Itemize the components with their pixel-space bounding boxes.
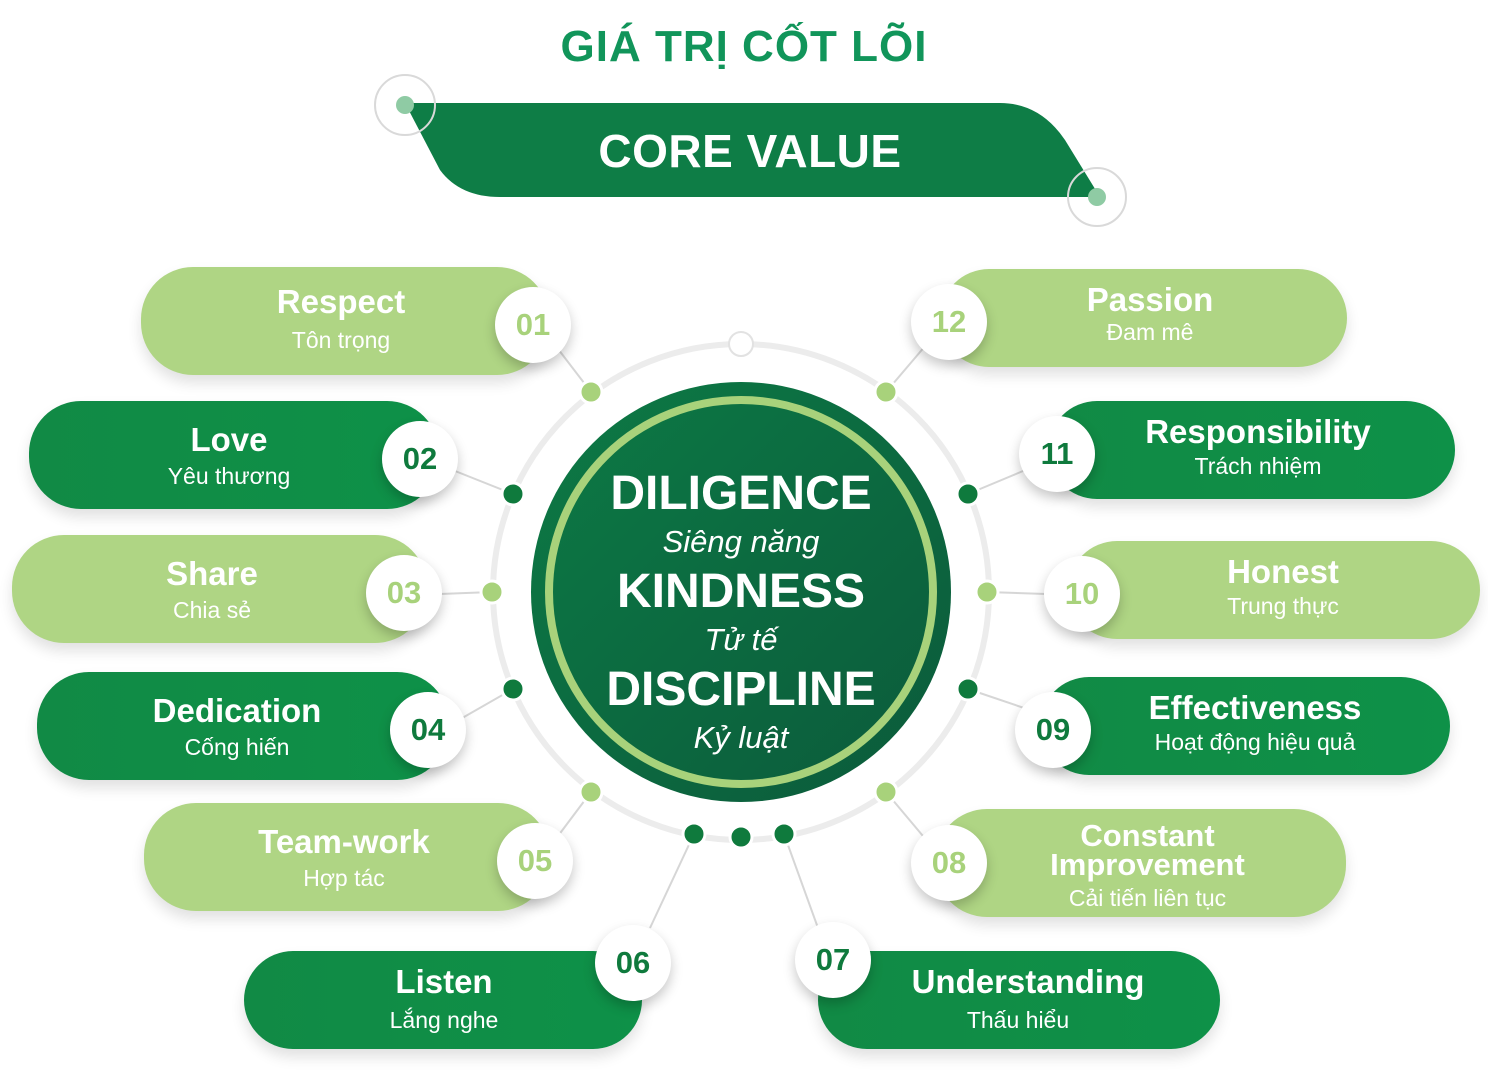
ring-dot — [578, 379, 604, 405]
value-card-responsibility: Responsibility Trách nhiệm — [1048, 401, 1455, 499]
ring-dot — [728, 824, 754, 850]
value-number-badge: 01 — [495, 287, 571, 363]
center-value-diligence: DILIGENCE — [610, 467, 872, 520]
banner-left-dot — [396, 96, 414, 114]
value-card-share: Share Chia sẻ — [12, 535, 427, 643]
banner-title: CORE VALUE — [598, 125, 902, 177]
value-number-badge: 08 — [911, 825, 987, 901]
hub-outer — [531, 382, 951, 802]
value-label: Love — [190, 421, 268, 458]
value-number-badge: 12 — [911, 284, 987, 360]
value-label: Responsibility — [1145, 413, 1371, 450]
value-label: Constant Improvement — [1050, 818, 1245, 882]
value-label: Effectiveness — [1148, 689, 1362, 726]
ring-dots — [479, 379, 1000, 850]
value-label: Dedication — [152, 692, 322, 729]
value-number-badge: 07 — [795, 922, 871, 998]
ring-dot — [873, 779, 899, 805]
ring-dot — [578, 779, 604, 805]
center-value-discipline-vi: Kỷ luật — [693, 720, 789, 755]
page-title: GIÁ TRỊ CỐT LÕI — [560, 22, 928, 71]
value-number-badge: 02 — [382, 421, 458, 497]
value-sublabel: Thấu hiểu — [966, 1007, 1070, 1033]
center-value-kindness: KINDNESS — [616, 565, 866, 618]
center-value-diligence-vi: Siêng năng — [662, 524, 820, 559]
banner-left-ring — [374, 74, 436, 136]
banner-right-dot — [1088, 188, 1106, 206]
value-card-effectiveness: Effectiveness Hoạt động hiệu quả — [1040, 677, 1450, 775]
ring-dot — [974, 579, 1000, 605]
value-number-badge: 03 — [366, 555, 442, 631]
value-sublabel: Lắng nghe — [389, 1007, 499, 1033]
ring-dot — [955, 676, 981, 702]
value-label: Understanding — [911, 963, 1145, 1000]
value-sublabel: Cống hiến — [184, 734, 290, 760]
value-sublabel: Chia sẻ — [173, 597, 251, 623]
value-sublabel: Trách nhiệm — [1194, 453, 1322, 479]
value-number-badge: 10 — [1044, 556, 1120, 632]
value-card-passion: Passion Đam mê — [940, 269, 1347, 367]
center-value-kindness-vi: Tử tế — [704, 622, 778, 657]
center-value-discipline: DISCIPLINE — [606, 663, 876, 716]
value-sublabel: Hoạt động hiệu quả — [1154, 729, 1356, 755]
banner-shape — [405, 103, 1100, 197]
banner-right-ring — [1067, 167, 1127, 227]
value-card-teamwork: Team-work Hợp tác — [144, 803, 550, 911]
value-sublabel: Tôn trọng — [291, 327, 391, 353]
value-number-badge: 11 — [1019, 416, 1095, 492]
ring-dot — [771, 821, 797, 847]
ring-dot — [500, 676, 526, 702]
value-number-badge: 04 — [390, 692, 466, 768]
ring-dot — [500, 481, 526, 507]
value-label: Honest — [1227, 553, 1339, 590]
value-sublabel: Yêu thương — [167, 463, 291, 489]
value-card-understanding: Understanding Thấu hiểu — [818, 951, 1220, 1049]
value-card-listen: Listen Lắng nghe — [244, 951, 642, 1049]
value-label: Passion — [1086, 281, 1214, 318]
value-sublabel: Trung thực — [1227, 593, 1339, 619]
ring-dot — [873, 379, 899, 405]
value-sublabel: Cải tiến liên tục — [1068, 885, 1227, 911]
hub-ring — [545, 396, 937, 788]
value-card-dedication: Dedication Cống hiến — [37, 672, 449, 780]
value-sublabel: Hợp tác — [303, 865, 385, 891]
ring-dot — [479, 579, 505, 605]
value-card-love: Love Yêu thương — [29, 401, 439, 509]
value-number-badge: 06 — [595, 925, 671, 1001]
ring-dot — [955, 481, 981, 507]
value-label: Respect — [276, 283, 406, 320]
value-label: Team-work — [258, 823, 430, 860]
value-label: Listen — [395, 963, 493, 1000]
value-sublabel: Đam mê — [1106, 319, 1194, 345]
value-card-honest: Honest Trung thực — [1068, 541, 1480, 639]
value-label: Share — [166, 555, 258, 592]
value-number-badge: 09 — [1015, 692, 1091, 768]
value-number-badge: 05 — [497, 823, 573, 899]
ring-dot — [681, 821, 707, 847]
value-card-constant-improvement: Constant Improvement Cải tiến liên tục — [935, 809, 1346, 917]
value-card-respect: Respect Tôn trọng — [141, 267, 549, 375]
top-ring-node — [728, 331, 754, 357]
